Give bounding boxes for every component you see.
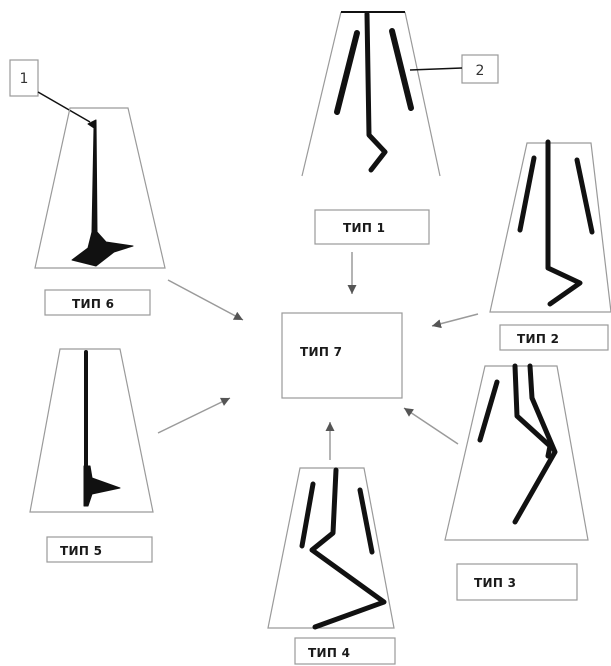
label-type-1-box bbox=[314, 209, 430, 245]
figure-6-outline bbox=[34, 107, 166, 269]
figure-1-right-crack bbox=[389, 28, 414, 111]
label-type-4-box bbox=[294, 637, 396, 665]
figure-type-6 bbox=[34, 107, 166, 269]
callout-1-box bbox=[9, 59, 39, 97]
figure-6-crack bbox=[71, 119, 134, 267]
figure-4-left-crack bbox=[299, 481, 316, 549]
callout-2-text: 2 bbox=[476, 63, 485, 79]
figure-2-right-crack bbox=[574, 157, 595, 235]
figure-5-outline bbox=[29, 348, 154, 513]
label-type-3: ТИП 3 bbox=[456, 563, 578, 601]
figure-4-main-crack bbox=[309, 467, 387, 630]
figure-type-2 bbox=[489, 139, 611, 313]
label-type-6-text: ТИП 6 bbox=[72, 297, 114, 311]
callout-1-leader bbox=[37, 91, 91, 123]
figure-3-inner-crack bbox=[512, 363, 553, 459]
label-type-2: ТИП 2 bbox=[499, 324, 609, 351]
label-type-2-box bbox=[499, 324, 609, 351]
figure-3-main-crack bbox=[512, 363, 558, 525]
figure-2-outline bbox=[489, 142, 611, 313]
label-type-3-box bbox=[456, 563, 578, 601]
type-7-box bbox=[281, 312, 403, 399]
callout-2: 2 bbox=[409, 54, 499, 84]
figure-5-crack-fan bbox=[83, 465, 121, 507]
label-type-1-text: ТИП 1 bbox=[343, 221, 385, 235]
callout-2-leader bbox=[409, 67, 463, 71]
label-type-5-text: ТИП 5 bbox=[60, 544, 102, 558]
figure-1-outline bbox=[301, 11, 441, 177]
figure-3-left-crack bbox=[477, 379, 500, 443]
center-type-7: ТИП 7 bbox=[281, 312, 403, 399]
figure-1-main-crack bbox=[364, 11, 388, 173]
callout-2-box bbox=[461, 54, 499, 84]
label-type-3-text: ТИП 3 bbox=[474, 576, 516, 590]
label-type-4: ТИП 4 bbox=[294, 637, 396, 665]
label-type-1: ТИП 1 bbox=[314, 209, 430, 245]
type-7-text: ТИП 7 bbox=[300, 345, 342, 359]
figure-type-5 bbox=[29, 348, 154, 513]
figure-type-1 bbox=[301, 11, 441, 177]
figure-type-4 bbox=[267, 467, 395, 630]
figure-3-outline bbox=[444, 365, 589, 541]
figure-4-outline bbox=[267, 467, 395, 629]
label-type-6: ТИП 6 bbox=[44, 289, 151, 316]
label-type-4-text: ТИП 4 bbox=[308, 646, 350, 660]
arrow-type2-to-type7 bbox=[431, 313, 479, 329]
arrow-type6-to-type7 bbox=[167, 279, 244, 321]
figure-4-right-crack bbox=[357, 487, 375, 555]
figure-1-left-crack bbox=[334, 30, 360, 115]
arrow-type3-to-type7 bbox=[403, 407, 459, 445]
label-type-6-box bbox=[44, 289, 151, 316]
label-type-5: ТИП 5 bbox=[46, 536, 153, 563]
arrow-type5-to-type7 bbox=[157, 397, 231, 434]
figure-2-left-crack bbox=[517, 155, 537, 233]
figure-type-3 bbox=[444, 363, 589, 541]
figure-2-main-crack bbox=[545, 139, 583, 307]
label-type-5-box bbox=[46, 536, 153, 563]
callout-1: 1 bbox=[9, 59, 91, 123]
callout-1-text: 1 bbox=[20, 71, 29, 87]
label-type-2-text: ТИП 2 bbox=[517, 332, 559, 346]
